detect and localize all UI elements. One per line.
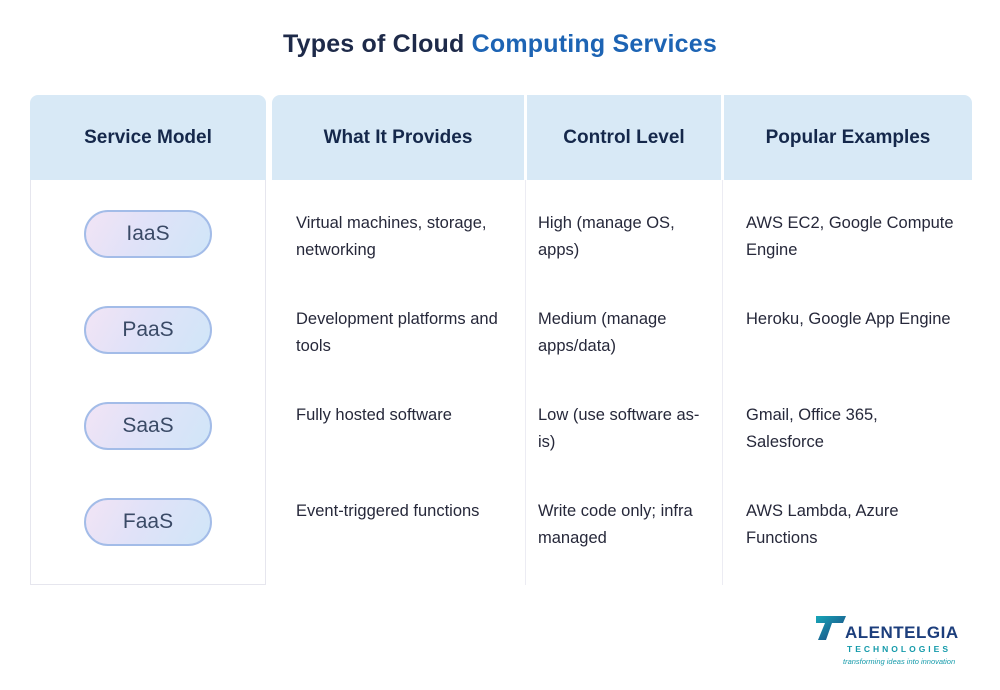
service-model-card: Service Model IaaS PaaS SaaS FaaS [30, 95, 266, 585]
talentelgia-logo: ALENTELGIA TECHNOLOGIES transforming ide… [815, 615, 975, 666]
cell-iaas-control: High (manage OS, apps) [538, 214, 675, 259]
column-header-control: Control Level [527, 95, 721, 180]
logo-sub-text: TECHNOLOGIES [847, 644, 952, 654]
column-divider [722, 180, 723, 585]
column-divider [525, 180, 526, 585]
details-body: Virtual machines, storage, networking Hi… [272, 180, 972, 585]
cell-saas-provides: Fully hosted software [296, 406, 452, 424]
page-title-accent: Computing Services [471, 30, 717, 58]
column-header-examples: Popular Examples [724, 95, 972, 180]
cell-iaas-provides: Virtual machines, storage, networking [296, 214, 487, 259]
service-pill-saas: SaaS [84, 402, 212, 450]
service-pill-iaas: IaaS [84, 210, 212, 258]
cell-paas-control: Medium (manage apps/data) [538, 310, 667, 355]
cell-iaas-examples: AWS EC2, Google Compute Engine [746, 214, 954, 259]
logo-brand-text: ALENTELGIA [845, 623, 959, 642]
cell-paas-provides: Development platforms and tools [296, 310, 498, 355]
page-title: Types of Cloud Computing Services [0, 30, 1000, 59]
cell-faas-control: Write code only; infra managed [538, 502, 693, 547]
cell-saas-examples: Gmail, Office 365, Salesforce [746, 406, 878, 451]
service-model-body: IaaS PaaS SaaS FaaS [30, 180, 266, 585]
logo-t-mark-icon [816, 616, 846, 640]
cell-saas-control: Low (use software as-is) [538, 406, 700, 451]
cell-faas-provides: Event-triggered functions [296, 502, 480, 520]
service-pill-paas: PaaS [84, 306, 212, 354]
cell-paas-examples: Heroku, Google App Engine [746, 310, 951, 328]
service-pill-faas: FaaS [84, 498, 212, 546]
service-model-header: Service Model [30, 95, 266, 180]
column-header-provides: What It Provides [272, 95, 524, 180]
page-title-dark: Types of Cloud [283, 30, 472, 58]
cell-faas-examples: AWS Lambda, Azure Functions [746, 502, 899, 547]
details-header-row: What It Provides Control Level Popular E… [272, 95, 972, 180]
logo-top-row: ALENTELGIA [815, 615, 975, 641]
details-card: What It Provides Control Level Popular E… [272, 95, 972, 585]
logo-tagline-text: transforming ideas into innovation [843, 657, 956, 666]
